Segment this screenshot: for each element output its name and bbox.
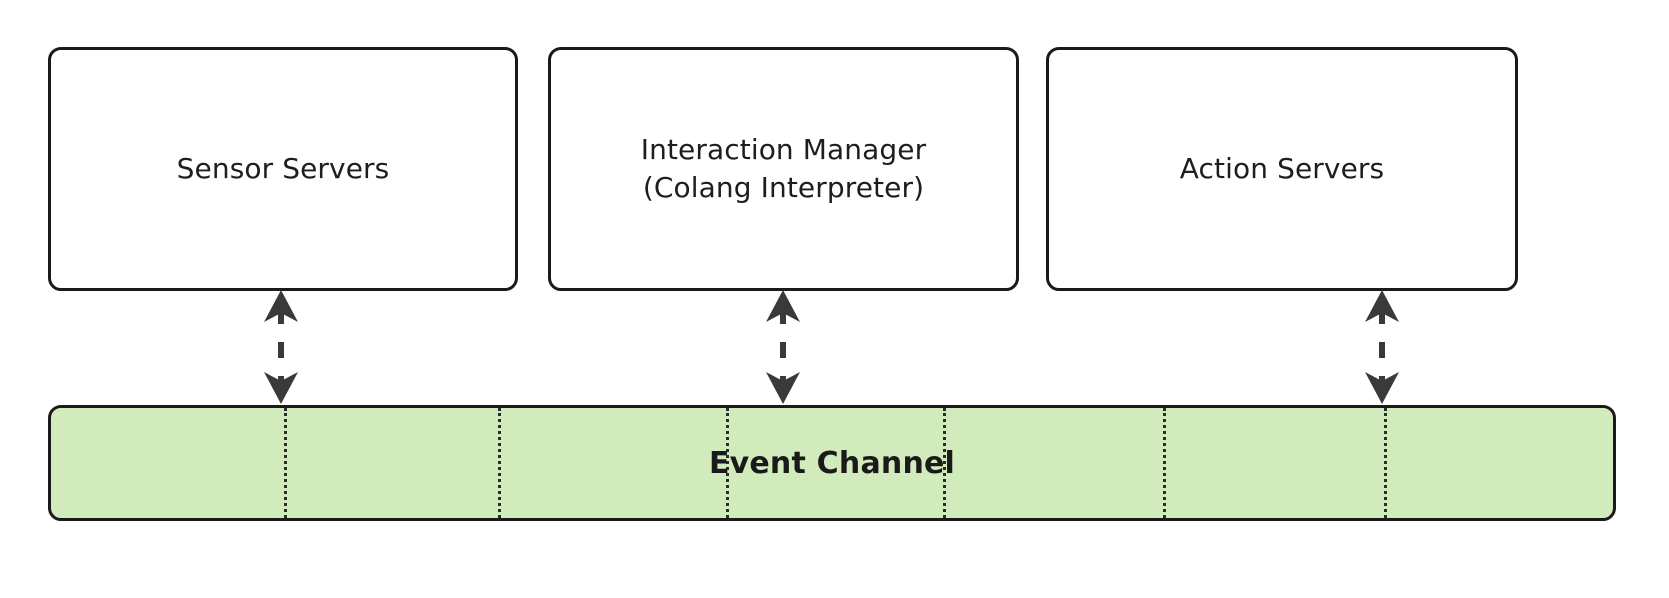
arrowhead-down-icon — [1365, 372, 1399, 404]
channel-divider-4 — [943, 408, 946, 518]
arrowhead-down-icon — [264, 372, 298, 404]
connector-manager-to-channel[interactable] — [760, 288, 806, 408]
channel-divider-6 — [1384, 408, 1387, 518]
channel-divider-5 — [1163, 408, 1166, 518]
arrowhead-up-icon — [766, 290, 800, 322]
node-label-line-2: (Colang Interpreter) — [642, 171, 925, 204]
node-action-servers[interactable]: Action Servers — [1046, 47, 1518, 291]
arrowhead-down-icon — [766, 372, 800, 404]
arrowhead-up-icon — [1365, 290, 1399, 322]
channel-divider-3 — [726, 408, 729, 518]
node-label-line-1: Sensor Servers — [176, 152, 390, 186]
node-interaction-manager[interactable]: Interaction Manager (Colang Interpreter) — [548, 47, 1019, 291]
node-sensor-servers[interactable]: Sensor Servers — [48, 47, 518, 291]
node-label-line-1: Interaction Manager — [640, 133, 927, 167]
connector-sensor-to-channel[interactable] — [258, 288, 304, 408]
connector-action-to-channel[interactable] — [1359, 288, 1405, 408]
event-channel-bar[interactable]: Event Channel — [48, 405, 1616, 521]
channel-divider-1 — [284, 408, 287, 518]
node-label-line-1: Action Servers — [1179, 152, 1385, 186]
channel-divider-2 — [498, 408, 501, 518]
event-channel-label: Event Channel — [708, 445, 956, 481]
arrowhead-up-icon — [264, 290, 298, 322]
